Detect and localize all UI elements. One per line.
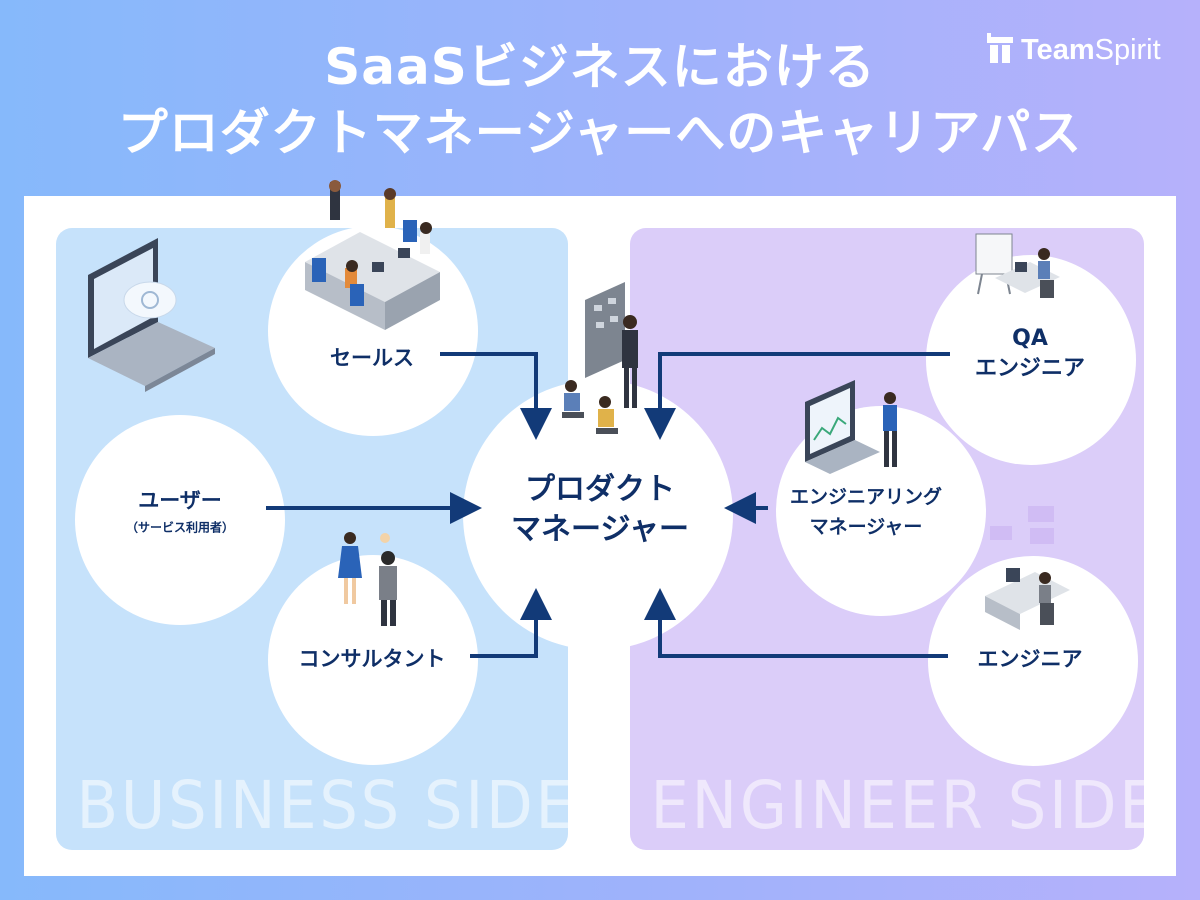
logo-text-bold: Team (1021, 33, 1095, 66)
sales-label: セールス (330, 342, 414, 372)
engineer-label: エンジニア (978, 643, 1083, 673)
whiteboard-meeting-illustration (562, 282, 638, 434)
title-line-2: プロダクトマネージャーへのキャリアパス (117, 104, 1083, 162)
user-node (75, 415, 285, 625)
arrow-sales-to-pm (440, 352, 552, 440)
qa-engineer-line-1: QA (1012, 326, 1048, 351)
consultant-label: コンサルタント (299, 643, 446, 673)
title-line-1: SaaSビジネスにおける (324, 38, 876, 96)
product-manager-line-1: プロダクト (525, 472, 675, 507)
page-title: SaaSビジネスにおける プロダクトマネージャーへのキャリアパス (0, 34, 1200, 166)
logo-mark-icon (987, 33, 1013, 63)
engineer-text: エンジニア (977, 647, 1083, 671)
product-manager-label: プロダクト マネージャー (511, 470, 689, 550)
consultant-node (268, 555, 478, 765)
sales-text: セールス (330, 346, 414, 370)
user-subtext: （サービス利用者） (125, 520, 235, 535)
user-label: ユーザー （サービス利用者） (126, 485, 234, 536)
engineer-side-label: ENGINEER SIDE (650, 767, 1144, 844)
engineering-manager-label: エンジニアリング マネージャー (790, 482, 942, 542)
qa-engineer-illustration (975, 233, 1060, 298)
consultants-illustration (338, 532, 397, 626)
logo-text: TeamSpirit (1021, 34, 1161, 67)
engineering-manager-illustration (805, 380, 897, 474)
flow-arrows (266, 352, 950, 658)
office-team-illustration (305, 180, 440, 330)
engineering-manager-line-1: エンジニアリング (789, 486, 943, 508)
arrow-consultant-to-pm (470, 588, 552, 658)
arrow-qa-to-pm (644, 352, 950, 440)
consultant-text: コンサルタント (298, 647, 446, 671)
engineer-illustration (985, 506, 1070, 630)
teamspirit-logo: TeamSpirit (985, 32, 1161, 68)
product-manager-line-2: マネージャー (511, 512, 689, 547)
qa-engineer-line-2: エンジニア (974, 356, 1086, 381)
qa-engineer-label: QA エンジニア (975, 324, 1085, 384)
logo-text-regular: Spirit (1094, 33, 1161, 66)
arrow-engineer-to-pm (644, 588, 948, 658)
laptop-cloud-icon (88, 238, 215, 392)
user-text: ユーザー (138, 488, 222, 513)
business-side-label: BUSINESS SIDE (76, 767, 568, 844)
engineering-manager-line-2: マネージャー (809, 516, 923, 538)
